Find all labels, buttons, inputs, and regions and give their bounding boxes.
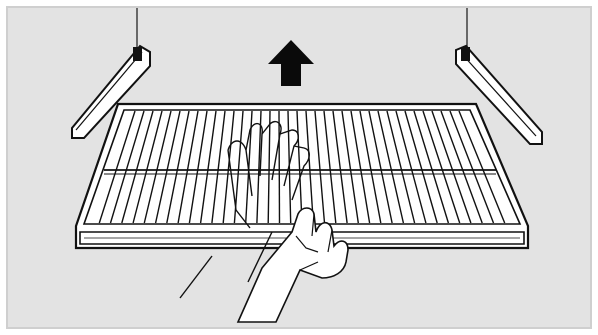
up-arrow-icon	[268, 40, 314, 86]
shelf-wire	[279, 111, 280, 223]
